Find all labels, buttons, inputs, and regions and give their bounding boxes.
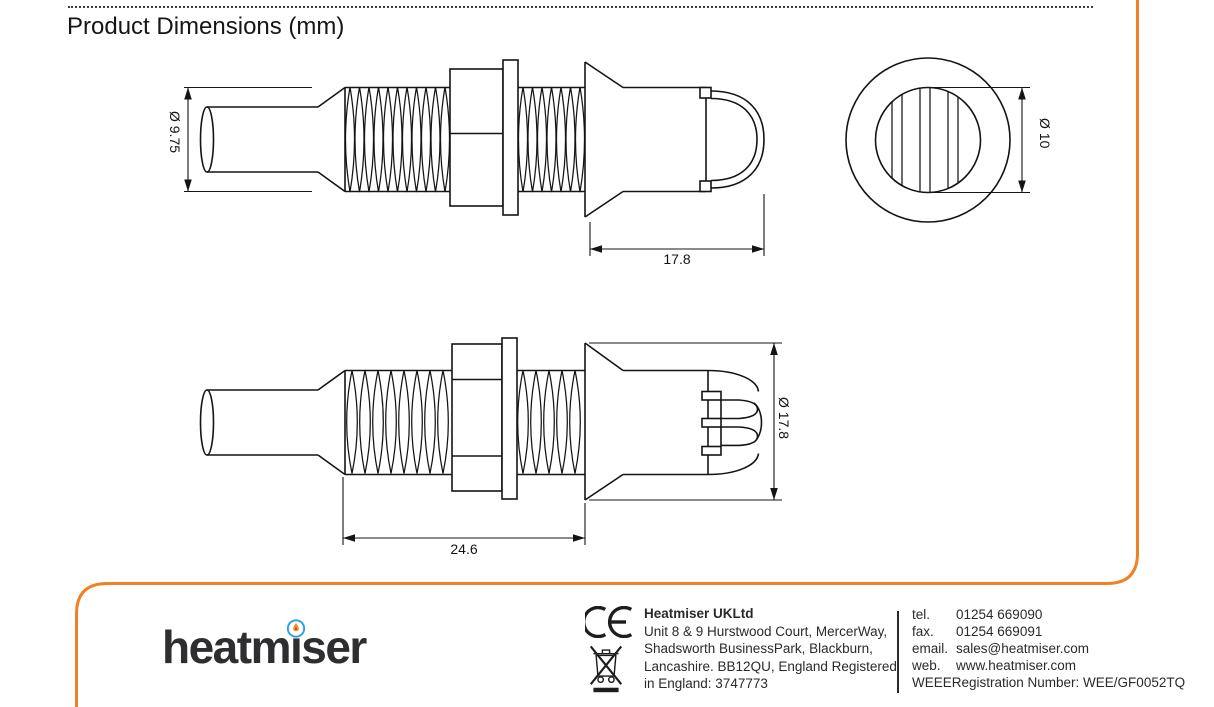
top-dotted-rule (68, 6, 1093, 8)
washer (501, 337, 518, 500)
accent-border (75, 0, 1139, 707)
contact-row-email: email.sales@heatmiser.com (912, 641, 1090, 656)
thread-section-a (346, 369, 449, 475)
heatmiser-logo: heatmı ser (162, 619, 367, 673)
dimension-head-diameter: Ø 17.8 (589, 342, 792, 501)
company-address-line: Lancashire. BB12QU, England Registered (644, 658, 897, 674)
thread-section-a (344, 86, 451, 193)
dim-label-cable-diameter: Ø 9.75 (167, 111, 183, 153)
dimension-head-length: 17.8 (589, 194, 765, 267)
contact-info: tel.01254 669090 fax.01254 669091 email.… (912, 606, 1192, 691)
drawing-side-view-bottom: Ø 17.8 24.6 (199, 337, 792, 557)
dimension-cable-diameter: Ø 9.75 (167, 86, 312, 193)
contact-row-tel: tel.01254 669090 (912, 607, 1043, 622)
weee-registration: WEEERegistration Number: WEE/GF0052TQ (912, 675, 1186, 690)
dim-label-head-length: 17.8 (663, 251, 690, 267)
dim-label-thread-length: 24.6 (450, 541, 477, 557)
company-address-line: in England: 3747773 (644, 676, 768, 691)
tel-value: 01254 669090 (956, 607, 1043, 622)
page-title: Product Dimensions (mm) (67, 13, 345, 40)
dim-label-head-diameter: Ø 17.8 (776, 397, 792, 439)
drawing-side-view-top: Ø 9.75 17.8 (167, 59, 765, 267)
logo-text-prefix: heatm (162, 621, 291, 673)
washer (502, 59, 519, 216)
drawing-front-view: Ø 10 (845, 57, 1053, 223)
front-view-ribs (891, 87, 959, 193)
email-value: sales@heatmiser.com (956, 641, 1090, 656)
company-address-line: Unit 8 & 9 Hurstwood Court, MercerWay, (644, 623, 888, 639)
web-value: www.heatmiser.com (956, 658, 1077, 673)
logo-text-suffix: ser (301, 621, 367, 673)
thread-section-b (517, 369, 581, 475)
fax-value: 01254 669091 (956, 624, 1043, 639)
dim-label-sensor-diameter: Ø 10 (1037, 118, 1053, 149)
clip-finger-tip (701, 369, 763, 476)
contact-row-web: web.www.heatmiser.com (912, 658, 1077, 673)
company-address-line: Shadsworth BusinessPark, Blackburn, (644, 641, 873, 656)
dimension-thread-length: 24.6 (342, 477, 586, 557)
dome-tip (699, 86, 765, 193)
ce-mark-icon (585, 606, 633, 638)
footer-divider (897, 611, 899, 693)
weee-bin-icon (589, 645, 623, 693)
company-info: Heatmiser UKLtd Unit 8 & 9 Hurstwood Cou… (644, 605, 899, 693)
thread-section-b (517, 86, 586, 193)
company-name: Heatmiser UKLtd (644, 606, 754, 621)
hex-nut (449, 68, 504, 207)
dimension-sensor-diameter: Ø 10 (930, 86, 1053, 194)
flame-icon (286, 619, 305, 638)
hex-nut (451, 343, 503, 492)
contact-row-fax: fax.01254 669091 (912, 624, 1043, 639)
